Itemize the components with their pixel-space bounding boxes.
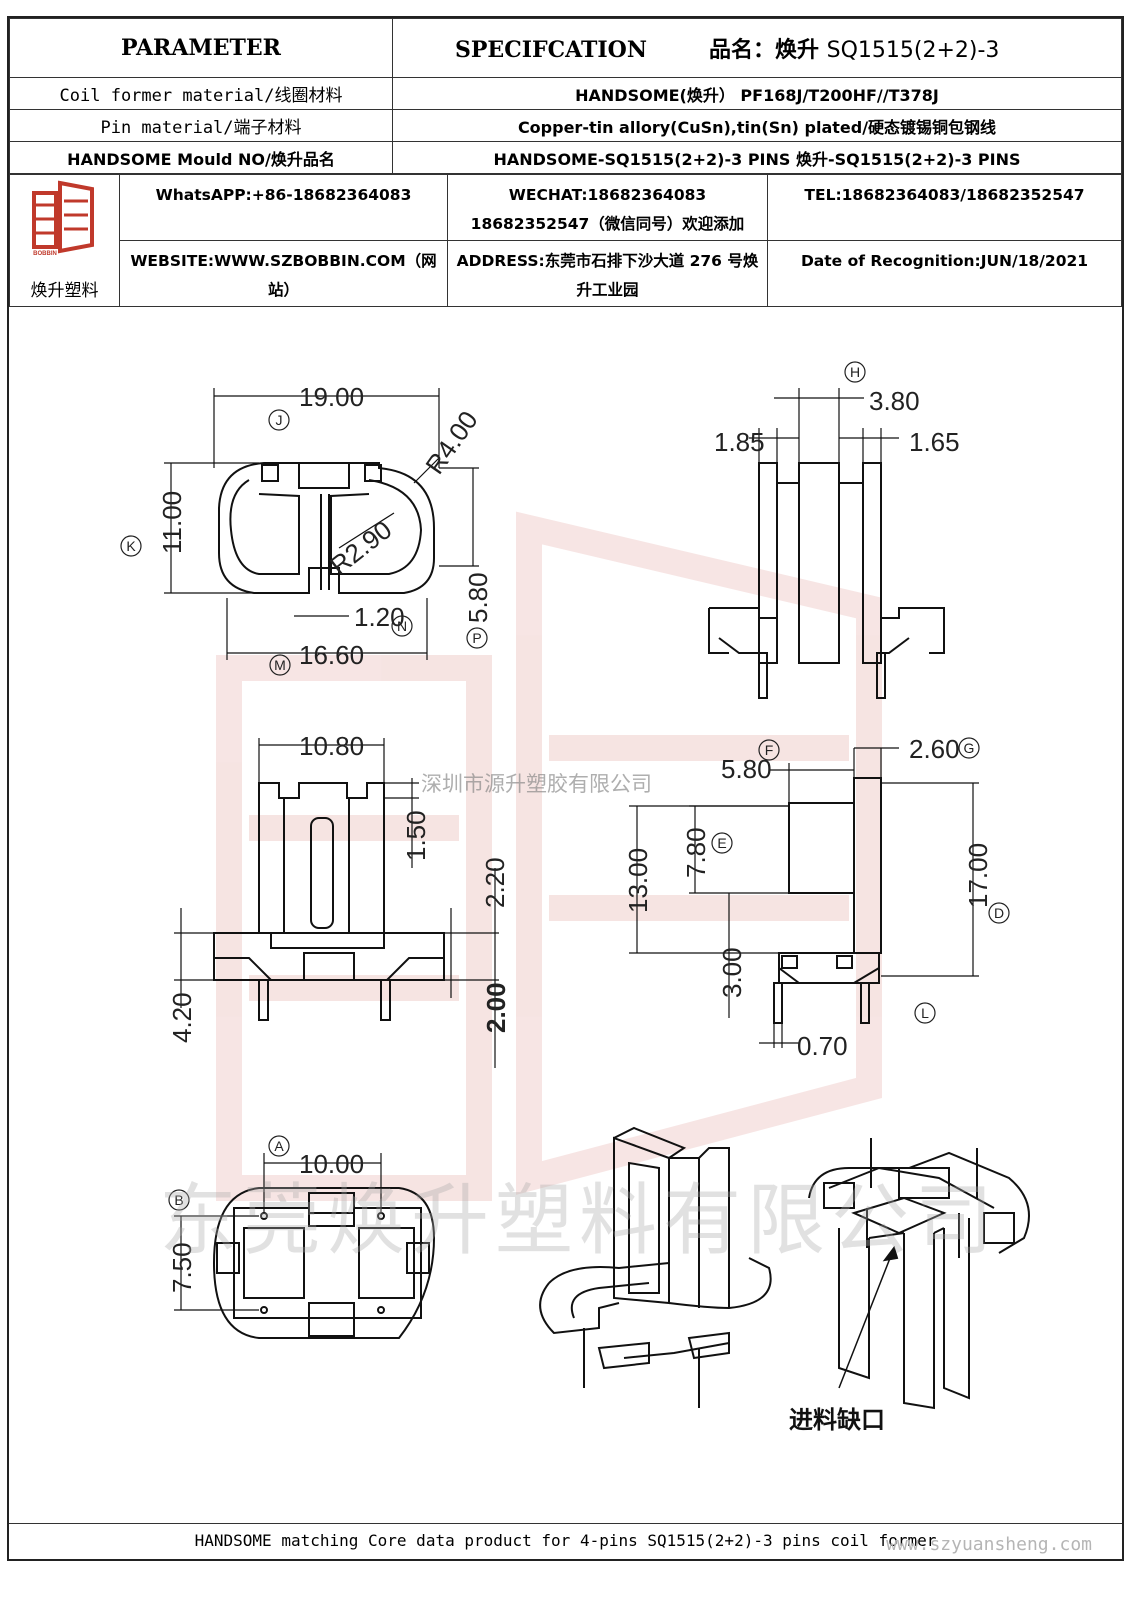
whatsapp-cell: WhatsAPP:+86-18682364083 [119,174,448,241]
specification-heading: SPECIFCATION 品名：焕升 SQ1515(2+2)-3 [392,18,1122,78]
dim-16-6: 16.60 [299,640,364,670]
specification-label: SPECIFCATION [455,37,647,63]
datasheet: PARAMETER SPECIFCATION 品名：焕升 SQ1515(2+2)-… [7,16,1124,1561]
dim-10: 10.00 [299,1149,364,1179]
marker-m: M [274,657,286,673]
dim-r29: R2.90 [324,514,397,580]
marker-h: H [850,364,860,380]
marker-l: L [921,1005,929,1021]
product-code: SQ1515(2+2)-3 [826,38,1000,63]
parameter-heading: PARAMETER [9,18,393,78]
dim-5-8-vertical: 5.80 [463,572,493,623]
watermark-logo [216,511,882,1201]
dim-3-8: 3.80 [869,386,920,416]
dim-1-85: 1.85 [714,427,765,457]
dim-11: 11.00 [157,491,187,554]
isometric-view-1 [539,1126,772,1408]
logo-caption: 焕升塑料 [30,281,99,301]
watermark-company-large: 东莞焕升塑料有限公司 [159,1176,1000,1266]
watermark-company-small: 深圳市源升塑胶有限公司 [421,772,652,796]
website-cell: WEBSITE:WWW.SZBOBBIN.COM（网站） [119,240,448,307]
isometric-view-2 [808,1138,1030,1410]
dim-10-8: 10.80 [299,731,364,761]
top-view-dims [164,388,479,660]
coil-material-value: HANDSOME(焕升） PF168J/T200HF//T378J [392,77,1122,110]
dim-0-7: 0.70 [797,1031,848,1061]
footer-note: HANDSOME matching Core data product for … [9,1523,1122,1559]
dim-4-2: 4.20 [167,992,197,1043]
marker-e: E [717,835,726,851]
logo-letters: BOBBIN [33,251,57,257]
marker-a: A [274,1138,284,1154]
bottom-view-dims [174,1153,382,1311]
company-logo: BOBBIN 焕升塑料 [9,174,120,307]
bottom-view [212,1187,436,1339]
dim-1-5: 1.50 [401,810,431,861]
product-label: 品名：焕升 [708,38,819,63]
wechat-cell: WECHAT:18682364083 18682352547（微信同号）欢迎添加 [447,174,768,241]
top-view [218,462,435,594]
address-cell: ADDRESS:东莞市石排下沙大道 276 号焕升工业园 [447,240,768,307]
marker-j: J [276,412,283,428]
side-section-view [773,777,882,1024]
marker-g: G [964,740,975,756]
mould-no-value: HANDSOME-SQ1515(2+2)-3 PINS 焕升-SQ1515(2+… [392,141,1122,174]
technical-drawing: 19.00 R4.00 11.00 R2.90 1.20 16.60 5.80 … [120,361,1030,1434]
dim-7-8: 7.80 [681,827,711,878]
dim-3-0: 3.00 [717,947,747,998]
watermark-url: www.szyuansheng.com [886,1534,1092,1555]
dim-1-2: 1.20 [354,602,405,632]
pin-material-value: Copper-tin allory(CuSn),tin(Sn) plated/硬… [392,109,1122,142]
dim-19: 19.00 [299,382,364,412]
mould-no-label: HANDSOME Mould NO/焕升品名 [9,141,393,174]
marker-n: N [397,618,407,634]
dim-2-6: 2.60 [909,734,960,764]
date-cell: Date of Recognition:JUN/18/2021 [767,240,1122,307]
marker-f: F [765,742,774,758]
marker-k: K [126,538,136,554]
pin-material-label: Pin material/端子材料 [9,109,393,142]
tel-cell: TEL:18682364083/18682352547 [767,174,1122,241]
dim-13: 13.00 [623,848,653,913]
section-view-dims [629,747,979,1048]
side-view-dims [749,388,899,463]
dim-7-5: 7.50 [167,1242,197,1293]
marker-p: P [472,630,481,646]
dim-2-2: 2.20 [480,857,510,908]
logo-icon: BOBBIN [31,180,94,257]
front-view [213,782,445,1021]
dim-1-65: 1.65 [909,427,960,457]
marker-b: B [174,1192,183,1208]
dim-17: 17.00 [963,843,993,908]
side-view-right [708,462,945,699]
contact-table: BOBBIN 焕升塑料 WhatsAPP:+86-18682364083 WEC… [9,174,1122,307]
header-table: PARAMETER SPECIFCATION 品名：焕升 SQ1515(2+2)-… [9,18,1122,174]
feed-gap-callout: 进料缺口 [789,1406,885,1434]
dim-5-8-horizontal: 5.80 [721,754,772,784]
marker-d: D [994,905,1004,921]
product-name: 品名：焕升 SQ1515(2+2)-3 [709,38,1000,63]
front-view-dims [174,738,499,1068]
coil-material-label: Coil former material/线圈材料 [9,77,393,110]
dim-2-0: 2.00 [481,982,511,1033]
